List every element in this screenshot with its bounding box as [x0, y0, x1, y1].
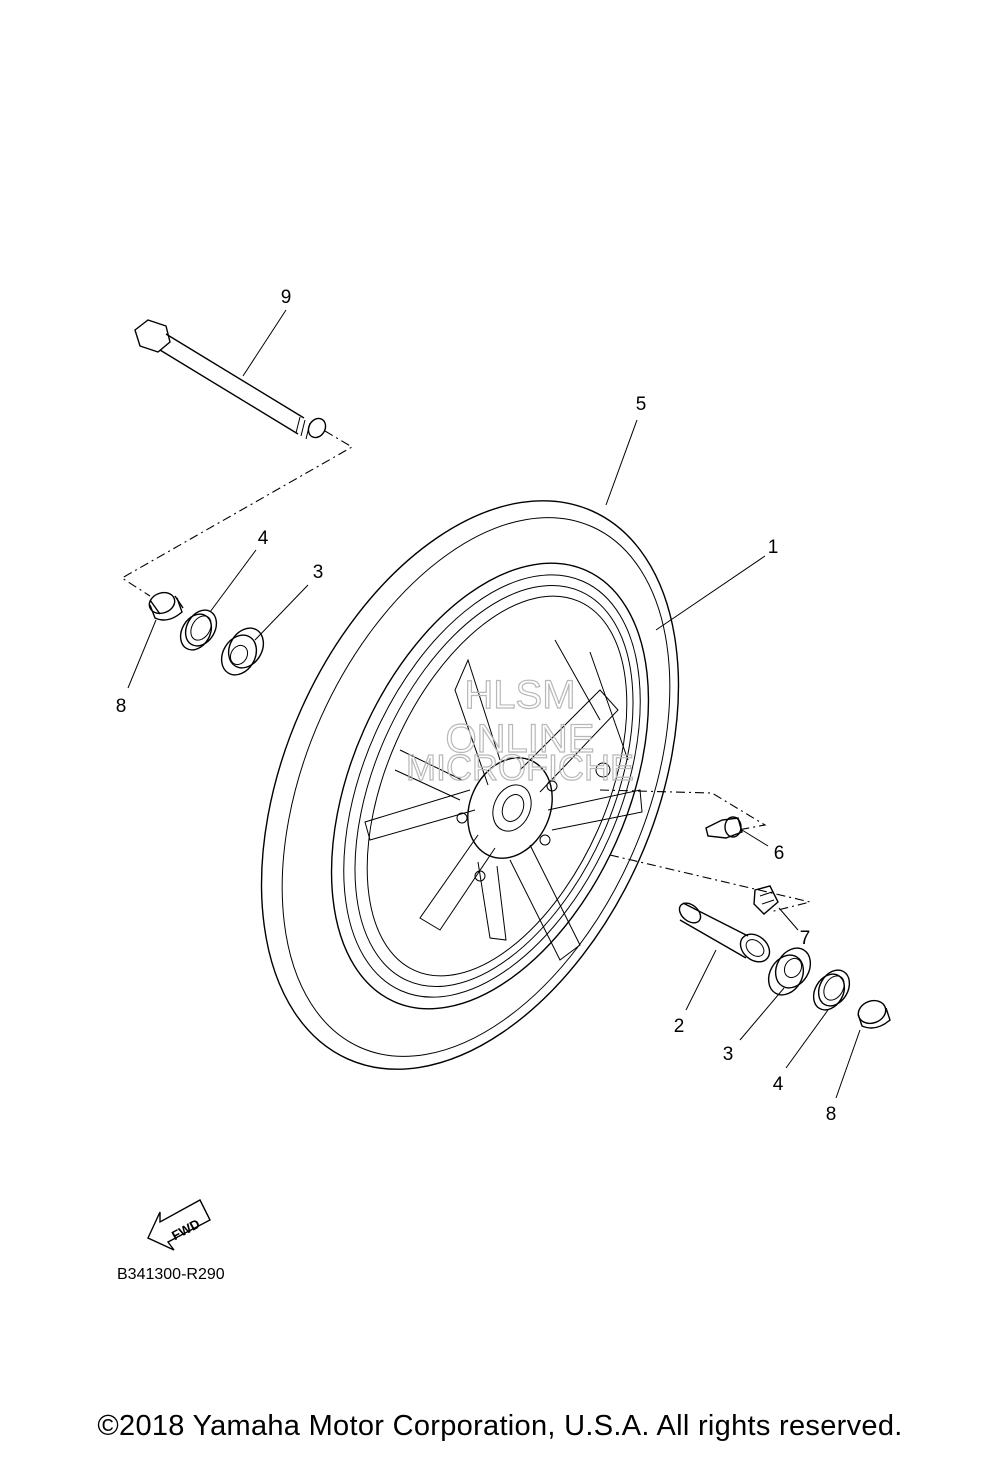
callout-4-left: 4 [258, 528, 269, 549]
part-9-axle[interactable] [134, 319, 329, 441]
watermark-line-1: HLSM [464, 673, 575, 717]
part-8-collar-right[interactable] [855, 997, 891, 1029]
alignment-lines [120, 430, 811, 913]
part-8-collar-left[interactable] [146, 589, 184, 621]
diagram-code: B341300-R290 [117, 1266, 225, 1283]
part-2-spacer[interactable] [676, 899, 775, 967]
part-4-oil-seal-right[interactable] [807, 965, 855, 1016]
watermark-line-3: MICROFICHE [406, 747, 634, 788]
part-6-valve[interactable] [705, 816, 743, 839]
callout-6: 6 [774, 843, 785, 864]
fwd-arrow-icon: FWD [147, 1199, 211, 1251]
callout-3-right: 3 [723, 1044, 734, 1065]
callout-8-left: 8 [116, 696, 127, 717]
watermark-line-2: ONLINE [446, 717, 595, 761]
part-3-bearing-right[interactable] [762, 942, 818, 1001]
callout-numbers: 9 5 4 3 1 8 6 7 2 3 4 8 [116, 287, 837, 1125]
copyright-notice: ©2018 Yamaha Motor Corporation, U.S.A. A… [97, 1410, 903, 1442]
callout-8-right: 8 [826, 1104, 837, 1125]
part-5-tire[interactable] [179, 436, 761, 1135]
part-1-cast-wheel[interactable] [268, 514, 712, 1057]
callout-3-left: 3 [313, 562, 324, 583]
part-7-balance-weight[interactable] [753, 885, 779, 915]
callout-7: 7 [800, 928, 811, 949]
leader-lines [127, 309, 861, 1099]
callout-1: 1 [768, 537, 779, 558]
part-3-bearing-left[interactable] [215, 622, 271, 681]
fwd-label: FWD [169, 1216, 202, 1243]
callout-5: 5 [636, 394, 647, 415]
callout-9: 9 [281, 287, 292, 308]
callout-2: 2 [674, 1016, 685, 1037]
watermark: HLSM ONLINE MICROFICHE [405, 672, 634, 788]
callout-4-right: 4 [773, 1074, 784, 1095]
